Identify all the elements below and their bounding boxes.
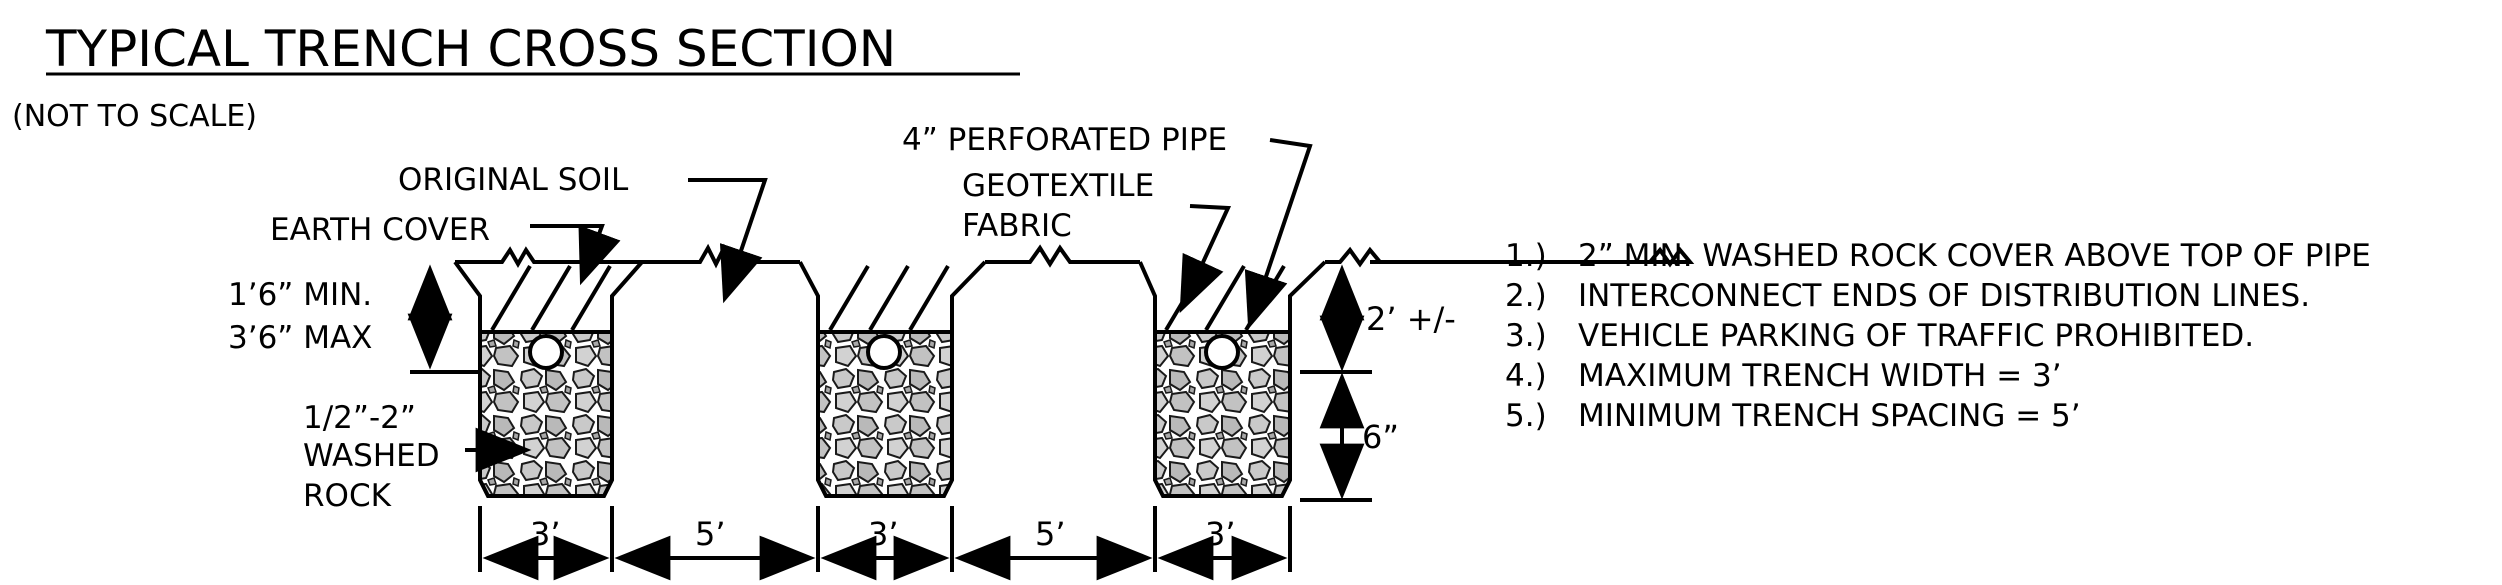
note-3-text: VEHICLE PARKING OF TRAFFIC PROHIBITED. [1578,318,2254,354]
perforated-pipe-label: 4” PERFORATED PIPE [902,122,1227,158]
trench-width-3-label: 3’ [1205,515,1236,553]
original-soil-label: ORIGINAL SOIL [398,162,629,198]
note-1-number: 1.) [1505,238,1547,274]
depth-min-label: 1’6” MIN. [228,277,372,313]
leader-lines [430,138,1313,473]
trench-wall [1138,260,1327,334]
diagram-subtitle: (NOT TO SCALE) [12,99,257,134]
rock-size-label: 1/2”-2” [303,400,416,436]
right-depth-dimension [1300,264,1372,502]
note-2-text: INTERCONNECT ENDS OF DISTRIBUTION LINES. [1578,278,2310,314]
depth-6in-label: 6” [1362,418,1399,456]
fabric-label: FABRIC [962,208,1072,244]
trench-2 [798,260,987,498]
trench-width-2-label: 3’ [868,515,899,553]
earth-cover-leader [530,224,621,286]
perforated-pipe [866,334,902,370]
geotextile-label: GEOTEXTILE [962,168,1154,204]
width-dimension-lines [478,506,1292,581]
perforated-pipe-leader [1244,138,1313,330]
depth-max-label: 3’6” MAX [228,320,372,356]
trench-wall [798,260,987,334]
trench-1 [453,260,644,498]
trench-spacing-1-label: 5’ [695,515,726,553]
note-3-number: 3.) [1505,318,1547,354]
rock-washed-label: WASHED [303,438,440,474]
perforated-pipe [528,334,564,370]
trench-3 [1138,260,1327,498]
depth-2ft-label: 2’ +/- [1366,300,1456,338]
trench-wall [453,260,644,334]
depth-leader [430,382,462,414]
note-5-number: 5.) [1505,398,1547,434]
geotextile-leader [1179,204,1232,314]
rock-label: ROCK [303,478,392,514]
trench-spacing-2-label: 5’ [1035,515,1066,553]
notes-list: 1.) 2” MIN. WASHED ROCK COVER ABOVE TOP … [1505,238,2371,434]
note-4-number: 4.) [1505,358,1547,394]
earth-cover-hatch [828,264,950,332]
earth-cover-hatch [490,264,612,332]
trench-width-1-label: 3’ [530,515,561,553]
note-1-text: 2” MIN. WASHED ROCK COVER ABOVE TOP OF P… [1578,238,2371,274]
note-2-number: 2.) [1505,278,1547,314]
left-depth-dimension [407,264,480,374]
note-5-text: MINIMUM TRENCH SPACING = 5’ [1578,398,2081,434]
perforated-pipe [1204,334,1240,370]
note-4-text: MAXIMUM TRENCH WIDTH = 3’ [1578,358,2062,394]
original-soil-leader [688,178,768,304]
diagram-title: TYPICAL TRENCH CROSS SECTION [45,20,896,78]
earth-cover-label: EARTH COVER [270,212,490,248]
